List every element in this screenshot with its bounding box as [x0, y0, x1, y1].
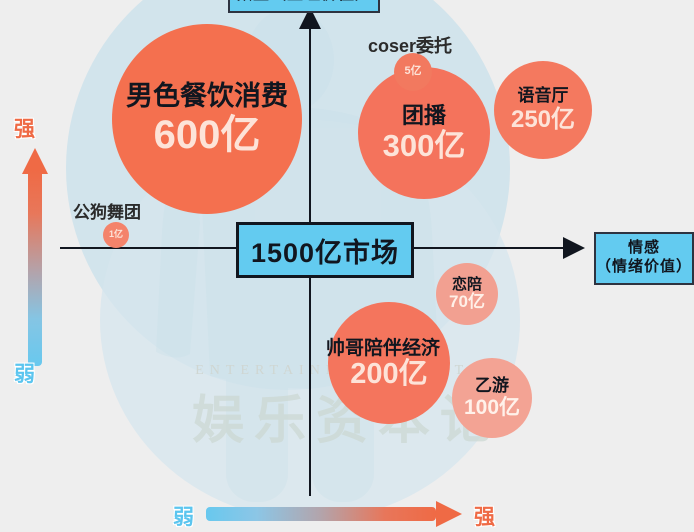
horizontal-label-strong: 强 — [474, 506, 495, 529]
bubble-yuyinting: 语音厅 250亿 — [494, 61, 592, 159]
vertical-label-weak: 弱 — [14, 363, 35, 386]
axis-arrow-right-icon — [563, 237, 585, 259]
bubble-yiyou: 乙游 100亿 — [452, 358, 532, 438]
bubble-value: 200亿 — [350, 358, 428, 391]
axis-label-right-line2: （情绪价值） — [596, 257, 693, 275]
bubble-value: 1亿 — [108, 229, 123, 240]
bubble-label-shuaige-peiban: 帅哥陪伴经济 — [326, 338, 441, 359]
bubble-label: 乙游 — [475, 376, 509, 396]
horizontal-intensity-arrow — [206, 501, 464, 527]
bubble-value: 300亿 — [382, 127, 466, 163]
bubble-label: 语音厅 — [517, 86, 569, 106]
bubble-label-gonggou-wutuan: 公狗舞团 — [73, 203, 141, 222]
horizontal-arrow-head-icon — [436, 501, 462, 527]
bubble-value: 100亿 — [463, 395, 521, 419]
bubble-value: 5亿 — [404, 65, 422, 78]
bubble-tuanbo: 团播 300亿 — [358, 67, 490, 199]
bubble-label: 团播 — [401, 102, 446, 128]
center-market-box: 1500亿市场 — [236, 222, 414, 278]
bubble-coser: 5亿 — [394, 53, 432, 91]
bubble-nanse-canyin: 男色餐饮消费 600亿 — [112, 24, 302, 214]
bubble-value: 70亿 — [449, 292, 485, 312]
axis-label-top: 欲望（生理价值） — [228, 0, 380, 13]
bubble-label: 恋陪 — [451, 275, 482, 293]
bubble-lianpei: 恋陪 70亿 — [436, 263, 498, 325]
horizontal-gradient-bar — [206, 507, 436, 521]
bubble-gonggou-wutuan: 1亿 — [103, 222, 129, 248]
vertical-gradient-bar — [28, 170, 42, 366]
bubble-value: 600亿 — [153, 113, 261, 158]
bubble-label-coser: coser委托 — [368, 36, 453, 56]
vertical-label-strong: 强 — [14, 118, 35, 141]
vertical-intensity-arrow — [22, 148, 48, 366]
bubble-label: 男色餐饮消费 — [126, 80, 288, 111]
vertical-arrow-head-icon — [22, 148, 48, 174]
bubble-value: 250亿 — [510, 106, 576, 134]
axis-label-right-line1: 情感 — [627, 239, 660, 256]
horizontal-label-weak: 弱 — [173, 506, 194, 529]
axis-label-right: 情感 （情绪价值） — [594, 232, 694, 285]
bubble-shuaige-peiban: 帅哥陪伴经济 200亿 — [328, 302, 450, 424]
